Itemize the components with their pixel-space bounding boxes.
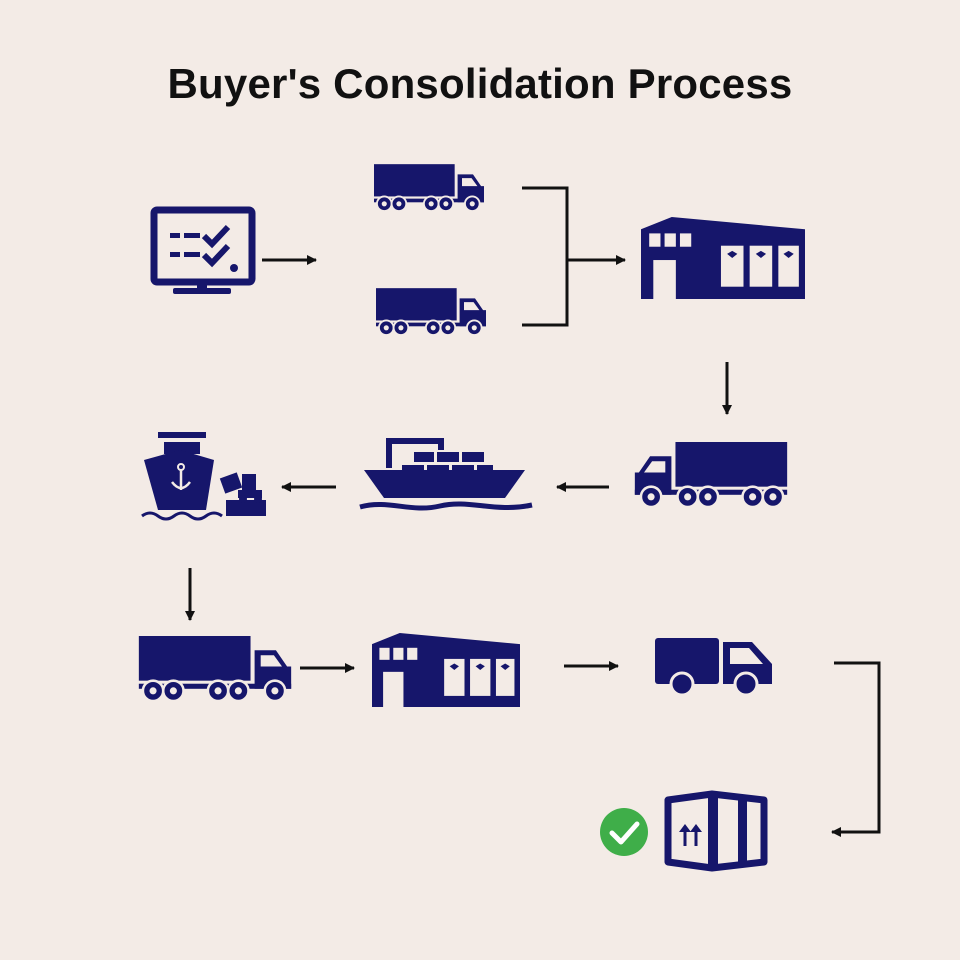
package-box-icon: [664, 790, 768, 872]
cargo-ship-icon: [359, 438, 533, 511]
truck-icon-3: [634, 442, 788, 508]
truck-icon-4: [138, 636, 292, 702]
truck-icon-2: [376, 287, 486, 337]
delivery-van-icon: [655, 638, 772, 697]
truck-icon-1: [374, 163, 484, 213]
computer-checklist-icon: [150, 206, 256, 294]
port-ship-forklift-icon: [141, 432, 266, 521]
bracket-merge-arrow: [522, 186, 626, 327]
diagram-title: Buyer's Consolidation Process: [167, 60, 793, 107]
arrow-van-to-package: [831, 661, 881, 837]
warehouse-icon-1: [641, 217, 805, 299]
check-circle-icon: [600, 808, 648, 856]
warehouse-icon-2: [372, 633, 520, 707]
